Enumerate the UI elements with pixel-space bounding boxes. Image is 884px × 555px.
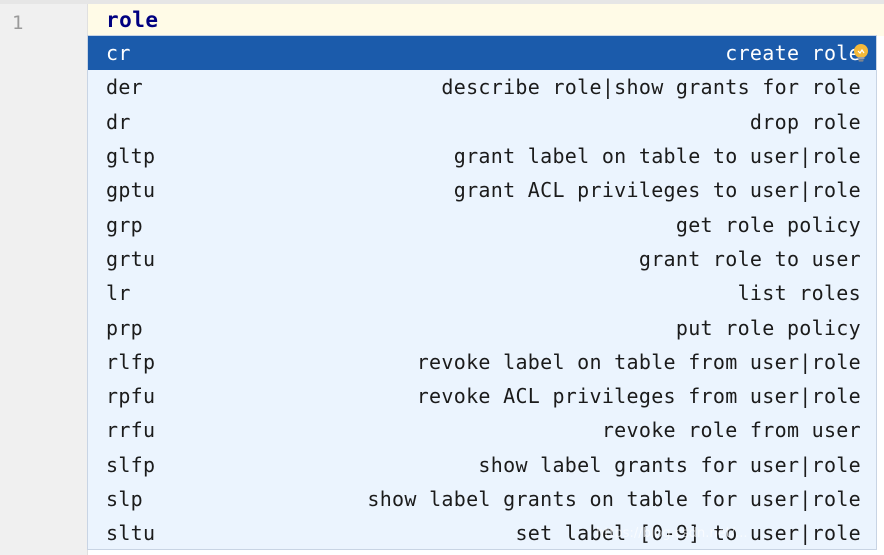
- completion-item-abbreviation: gptu: [106, 178, 156, 203]
- completion-item-abbreviation: gltp: [106, 144, 156, 169]
- completion-item[interactable]: lr list roles: [88, 276, 876, 310]
- current-line-highlight: [88, 4, 884, 36]
- completion-item[interactable]: der describe role|show grants for role: [88, 70, 876, 104]
- completion-item-description: revoke ACL privileges from user|role: [416, 384, 861, 409]
- completion-item[interactable]: grp get role policy: [88, 207, 876, 241]
- completion-item[interactable]: rlfp revoke label on table from user|role: [88, 345, 876, 379]
- completion-item-description: drop role: [749, 109, 861, 134]
- completion-item-description: set label [0-9] to user|role: [515, 521, 861, 546]
- completion-item-abbreviation: slfp: [106, 452, 156, 477]
- completion-item[interactable]: slp show label grants on table for user|r…: [88, 482, 876, 516]
- completion-item[interactable]: grtu grant role to user: [88, 242, 876, 276]
- completion-item-abbreviation: cr: [106, 41, 131, 66]
- completion-item-abbreviation: lr: [106, 281, 131, 306]
- editor-top-border: [0, 0, 884, 4]
- completion-item[interactable]: sltu set label [0-9] to user|role: [88, 516, 876, 549]
- completion-item-description: get role policy: [675, 212, 861, 237]
- completion-item-description: grant label on table to user|role: [453, 144, 861, 169]
- completion-item[interactable]: slfp show label grants for user|role: [88, 448, 876, 482]
- completion-item[interactable]: dr drop role: [88, 105, 876, 139]
- completion-item-description: grant ACL privileges to user|role: [453, 178, 861, 203]
- completion-item-description: list roles: [737, 281, 861, 306]
- lightbulb-icon[interactable]: [852, 43, 870, 63]
- completion-item-description: put role policy: [675, 315, 861, 340]
- completion-item-abbreviation: sltu: [106, 521, 156, 546]
- completion-item-description: revoke role from user: [601, 418, 861, 443]
- completion-item[interactable]: cr create role: [88, 36, 876, 71]
- completion-item[interactable]: prp put role policy: [88, 310, 876, 344]
- completion-item-description: show label grants on table for user|role: [367, 487, 861, 511]
- completion-item-abbreviation: prp: [106, 315, 144, 340]
- completion-item[interactable]: rpfu revoke ACL privileges from user|role: [88, 379, 876, 413]
- completion-item-abbreviation: rrfu: [106, 418, 156, 443]
- line-number: 1: [12, 12, 24, 34]
- completion-item-abbreviation: rpfu: [106, 384, 156, 409]
- completion-item-description: grant role to user: [638, 246, 861, 271]
- completion-item-description: show label grants for user|role: [478, 452, 861, 477]
- completion-item-description: revoke label on table from user|role: [416, 349, 861, 374]
- completion-popup[interactable]: cr create role der describe role|show grant…: [87, 35, 877, 550]
- completion-item-abbreviation: grp: [106, 212, 144, 237]
- completion-item-abbreviation: der: [106, 75, 144, 100]
- completion-item[interactable]: rrfu revoke role from user: [88, 413, 876, 447]
- completion-item-description: create role: [725, 41, 861, 66]
- completion-item[interactable]: gltp grant label on table to user|role: [88, 139, 876, 173]
- completion-item-abbreviation: slp: [106, 487, 144, 511]
- completion-item-abbreviation: dr: [106, 109, 131, 134]
- completion-item[interactable]: gptu grant ACL privileges to user|role: [88, 173, 876, 207]
- code-text[interactable]: role: [106, 8, 159, 32]
- line-number-gutter: 1: [0, 4, 87, 555]
- completion-item-description: describe role|show grants for role: [441, 75, 861, 100]
- completion-item-abbreviation: rlfp: [106, 349, 156, 374]
- completion-item-abbreviation: grtu: [106, 246, 156, 271]
